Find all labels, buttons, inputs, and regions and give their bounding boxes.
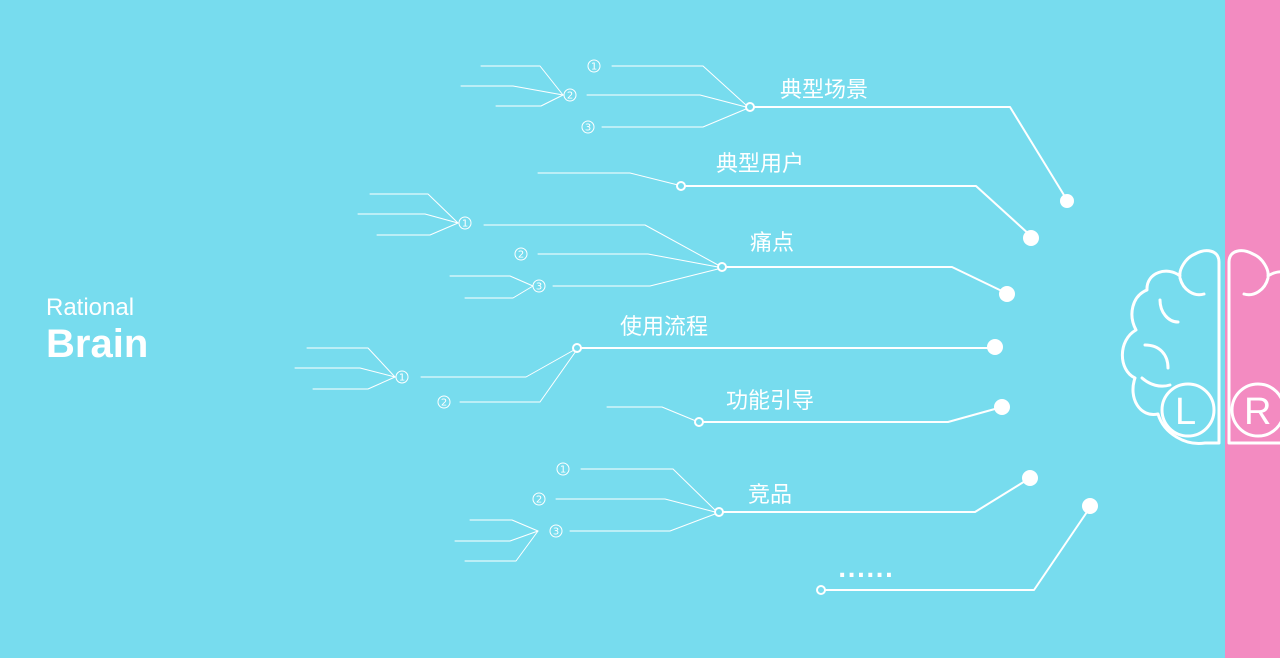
branch-pain-point-twigs [357, 193, 719, 299]
marker-pain-3: 3 [532, 279, 546, 293]
brain-icon [1120, 249, 1280, 445]
brain-left-hemisphere-icon [1120, 249, 1221, 445]
branch-competitor-twigs [454, 468, 716, 562]
branch-more [816, 498, 1098, 595]
svg-text:1: 1 [560, 465, 566, 476]
branch-usage-flow-twigs [294, 347, 577, 403]
branch-feature-guide [606, 399, 1010, 427]
brain-right-badge [1230, 382, 1280, 438]
svg-text:2: 2 [441, 398, 447, 409]
brain-right-letter: R [1244, 391, 1271, 433]
branch-typical-scene-twigs [460, 65, 747, 128]
title-brain: Brain [46, 322, 149, 366]
svg-text:3: 3 [585, 123, 591, 134]
svg-text:3: 3 [536, 282, 542, 293]
svg-text:1: 1 [591, 62, 597, 73]
label-typical-scene: 典型场景 [780, 78, 868, 103]
svg-text:2: 2 [567, 91, 573, 102]
label-pain-point: 痛点 [750, 231, 794, 256]
svg-text:2: 2 [536, 495, 542, 506]
marker-flow-1: 1 [395, 370, 409, 384]
label-more: ...... [838, 558, 894, 583]
title-rational: Rational [46, 294, 135, 321]
svg-text:1: 1 [399, 373, 405, 384]
branch-typical-user [537, 172, 1039, 246]
marker-flow-2: 2 [437, 395, 451, 409]
marker-comp-1: 1 [556, 462, 570, 476]
branch-pain-point [717, 262, 1015, 302]
marker-comp-3: 3 [549, 524, 563, 538]
marker-scene-3: 3 [581, 120, 595, 134]
number-markers: 1 2 3 1 2 3 1 2 1 2 3 [395, 59, 601, 538]
brain-left-badge [1160, 382, 1216, 438]
label-usage-flow: 使用流程 [620, 315, 708, 340]
marker-pain-2: 2 [514, 247, 528, 261]
svg-text:2: 2 [518, 250, 524, 261]
brain-right-hemisphere-icon [1227, 249, 1280, 445]
marker-pain-1: 1 [458, 216, 472, 230]
label-typical-user: 典型用户 [716, 152, 804, 177]
right-pink-panel [1225, 0, 1280, 658]
marker-scene-2: 2 [563, 88, 577, 102]
branch-competitor [714, 470, 1038, 517]
svg-text:3: 3 [553, 527, 559, 538]
brain-left-letter: L [1175, 391, 1196, 433]
marker-scene-1: 1 [587, 59, 601, 73]
svg-text:1: 1 [462, 219, 468, 230]
label-feature-guide: 功能引导 [726, 389, 814, 414]
branch-usage-flow [572, 339, 1003, 355]
marker-comp-2: 2 [532, 492, 546, 506]
label-competitor: 竞品 [748, 483, 792, 508]
